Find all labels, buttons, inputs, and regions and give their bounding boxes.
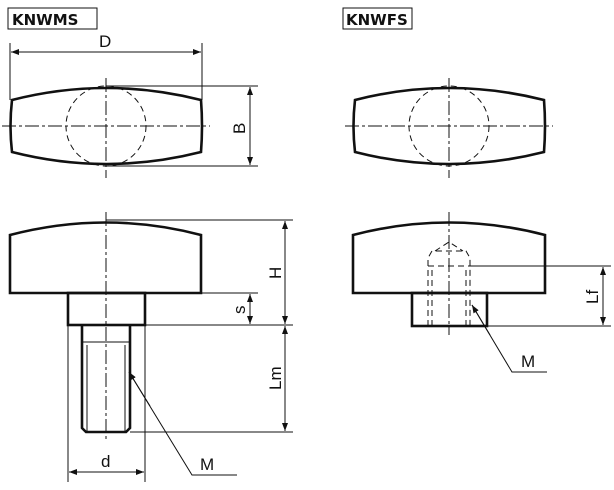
dim-Lm: Lm xyxy=(266,366,285,390)
dim-M-left: M xyxy=(200,455,214,474)
knwms-side-view: H s Lm d M xyxy=(8,212,293,482)
dim-Lf: Lf xyxy=(583,290,602,304)
knwfs-side-view: Lf M xyxy=(351,212,611,373)
title-knwfs: KNWFS xyxy=(342,7,413,30)
dim-D: D xyxy=(99,32,111,51)
knwms-top-view: D B xyxy=(2,32,258,178)
dim-B: B xyxy=(230,123,249,134)
knwfs-top-view xyxy=(345,78,553,178)
svg-text:KNWMS: KNWMS xyxy=(12,11,78,29)
dim-M-right: M xyxy=(521,352,535,371)
dim-H: H xyxy=(266,267,285,279)
svg-text:KNWFS: KNWFS xyxy=(346,11,408,29)
dim-d: d xyxy=(101,452,110,471)
title-knwms: KNWMS xyxy=(7,7,98,30)
dim-s: s xyxy=(230,306,249,315)
